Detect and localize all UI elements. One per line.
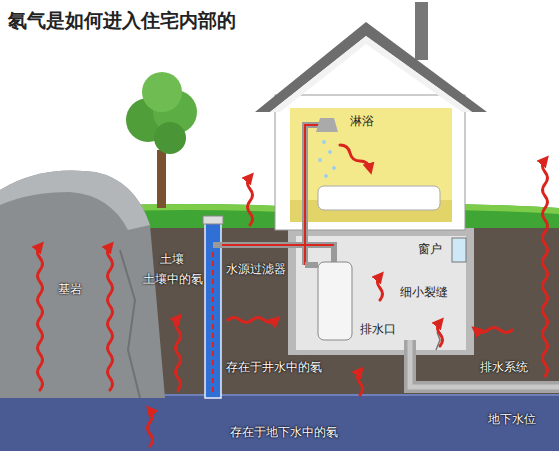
part-label: 存在于井水中的氡 (226, 360, 322, 374)
diagram-title: 氡气是如何进入住宅内部的 (8, 8, 236, 34)
part-label: 土壤 (160, 252, 184, 266)
roof (255, 22, 487, 112)
radon-arrow (38, 145, 548, 446)
groundwater (0, 395, 559, 451)
well (205, 222, 221, 398)
drain-pipe (410, 340, 559, 387)
part-label: 窗户 (418, 242, 442, 256)
part-label: 土壤中的氡 (143, 272, 203, 286)
water-drops (318, 140, 336, 178)
bathtub (318, 186, 440, 210)
bedrock (0, 170, 165, 398)
part-label: 排水系统 (480, 360, 528, 374)
pipe (213, 245, 334, 262)
part-label: 存在于地下水中的氡 (230, 425, 338, 439)
tree (157, 150, 166, 208)
part-label: 排水口 (360, 322, 396, 336)
part-label: 水源过滤器 (226, 262, 286, 276)
part-label: 淋浴 (350, 114, 374, 128)
part-label: 细小裂缝 (400, 285, 448, 299)
part-label: 地下水位 (488, 412, 536, 426)
window (452, 238, 466, 262)
water-filter (318, 262, 352, 340)
shower-head (316, 118, 338, 132)
part-label: 基岩 (58, 282, 82, 296)
chimney (415, 2, 428, 60)
